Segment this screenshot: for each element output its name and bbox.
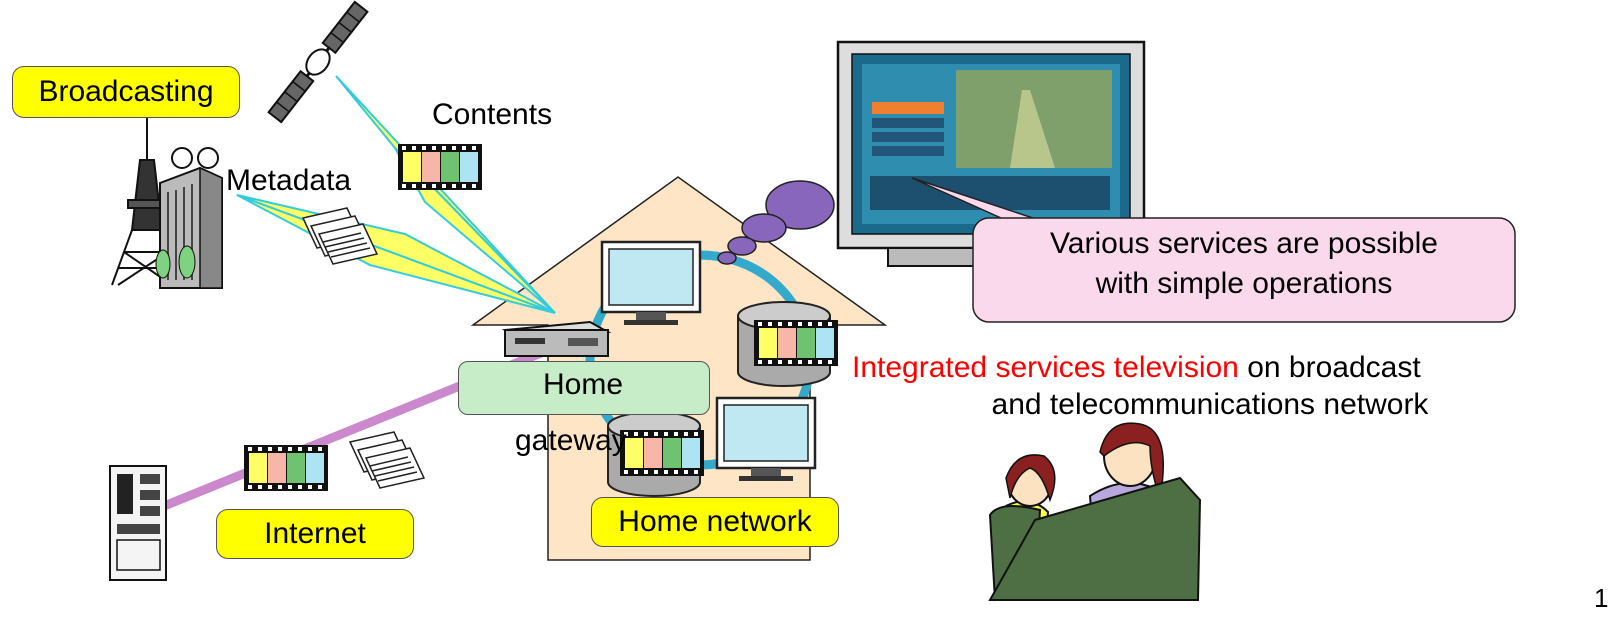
home-tv-top-icon	[600, 240, 702, 327]
integrated-services-rest: on broadcast	[1238, 351, 1421, 384]
internet-label: Internet	[216, 509, 414, 559]
integrated-services-line2: and telecommunications network	[991, 388, 1429, 421]
integrated-services-highlight: Integrated services television	[852, 351, 1239, 384]
callout-line2: with simple operations	[1095, 267, 1393, 300]
home-tv-bottom-icon	[715, 396, 817, 483]
contents-label: Contents	[432, 98, 553, 131]
metadata-paper-icon	[302, 207, 378, 265]
home-network-label: Home network	[591, 497, 839, 547]
home-gateway-label-line1: Home	[542, 368, 624, 401]
viewers-on-sofa-icon	[988, 422, 1202, 602]
integrated-services-line1: Integrated services television on broadc…	[852, 351, 1421, 385]
callout-text: Various services are possible with simpl…	[975, 224, 1513, 304]
callout-line1: Various services are possible	[1050, 227, 1438, 260]
set-top-box-icon	[501, 320, 612, 357]
home-gateway-label-line2: gateway	[515, 424, 627, 457]
home-server-top-icon	[737, 301, 838, 387]
metadata-label: Metadata	[226, 164, 352, 197]
home-gateway-box	[458, 361, 710, 415]
broadcast-building-icon	[155, 147, 223, 289]
broadcast-tower-icon	[111, 118, 177, 286]
thought-bubble	[717, 180, 835, 265]
internet-film-icon	[244, 445, 328, 491]
callout-bubble	[972, 217, 1516, 323]
internet-paper-icon	[349, 431, 425, 489]
broadcasting-label: Broadcasting	[12, 66, 240, 118]
server-icon	[109, 465, 167, 581]
contents-film-icon	[398, 144, 482, 190]
satellite-icon	[267, 0, 369, 124]
page-number: 1	[1594, 583, 1609, 613]
